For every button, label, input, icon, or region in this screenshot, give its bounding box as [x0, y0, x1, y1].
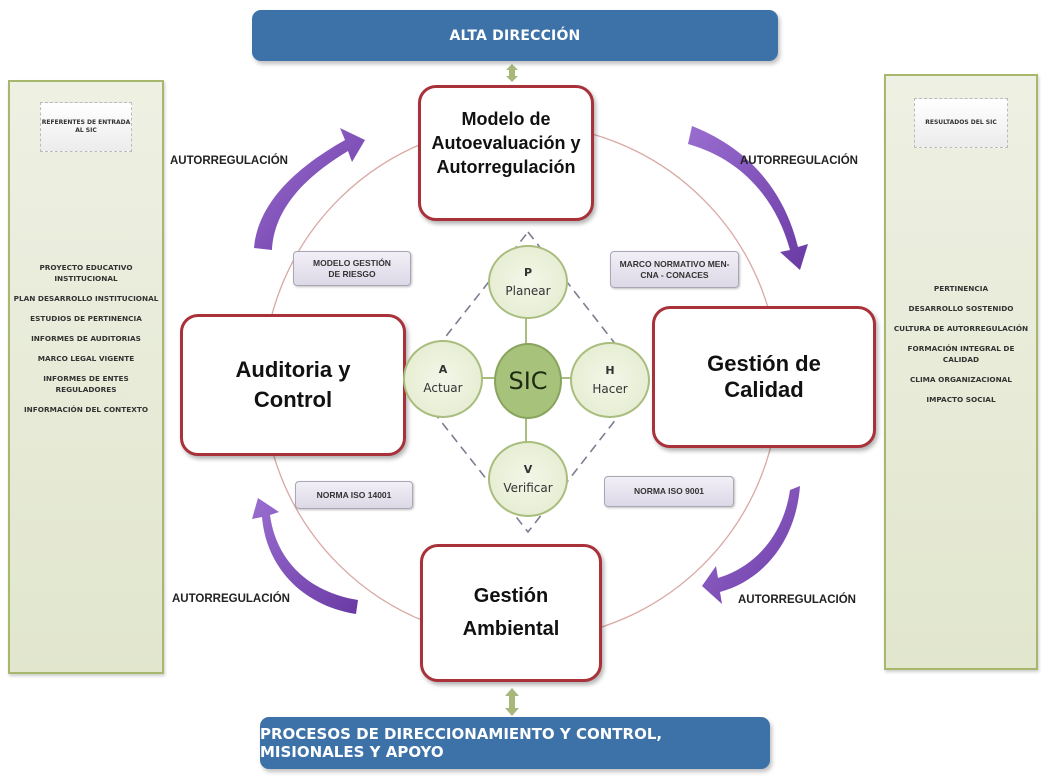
- pdca-verificar-circle: V Verificar: [488, 441, 568, 517]
- list-item: INFORMES DE ENTES REGULADORES: [43, 374, 129, 394]
- box-gestion-calidad-label: Gestión de Calidad: [707, 351, 821, 402]
- pdca-hacer-letter: H: [605, 364, 615, 377]
- label-norma-iso-9001: NORMA ISO 9001: [604, 476, 734, 507]
- box-gestion-ambiental-label: Gestión Ambiental: [462, 585, 560, 640]
- resultados-panel-header: RESULTADOS DEL SIC: [914, 98, 1008, 148]
- box-gestion-calidad: Gestión de Calidad: [652, 306, 876, 448]
- procesos-label: PROCESOS DE DIRECCIONAMIENTO Y CONTROL, …: [260, 725, 663, 761]
- label-marco-normativo: MARCO NORMATIVO MEN- CNA - CONACES: [610, 251, 739, 288]
- list-item: MARCO LEGAL VIGENTE: [37, 354, 135, 363]
- autorregulacion-arrow-top-left: [254, 128, 365, 250]
- list-item: PLAN DESARROLLO INSTITUCIONAL: [13, 294, 159, 303]
- list-item: IMPACTO SOCIAL: [926, 395, 996, 404]
- resultados-list: PERTINENCIA DESARROLLO SOSTENIDO CULTURA…: [886, 283, 1036, 414]
- label-modelo-gestion-riesgo: MODELO GESTIÓN DE RIESGO: [293, 251, 411, 286]
- alta-direccion-label: ALTA DIRECCIÓN: [449, 27, 581, 44]
- pdca-actuar-circle: A Actuar: [403, 340, 483, 418]
- double-arrow-icon-bottom: [505, 688, 519, 716]
- label-marco-normativo-text: MARCO NORMATIVO MEN- CNA - CONACES: [619, 258, 730, 280]
- pdca-hacer-word: Hacer: [592, 382, 628, 396]
- procesos-bar: PROCESOS DE DIRECCIONAMIENTO Y CONTROL, …: [260, 717, 770, 769]
- referentes-list: PROYECTO EDUCATIVO INSTITUCIONAL PLAN DE…: [10, 262, 162, 424]
- list-item: FORMACIÓN INTEGRAL DE CALIDAD: [907, 344, 1015, 364]
- list-item: INFORMES DE AUDITORIAS: [31, 334, 141, 343]
- autorregulacion-label-top-left: AUTORREGULACIÓN: [170, 155, 288, 167]
- autorregulacion-label-bottom-left: AUTORREGULACIÓN: [172, 593, 290, 605]
- list-item: DESARROLLO SOSTENIDO: [908, 304, 1014, 313]
- label-norma-iso-9001-text: NORMA ISO 9001: [633, 486, 705, 496]
- resultados-panel: RESULTADOS DEL SIC PERTINENCIA DESARROLL…: [884, 74, 1038, 670]
- list-item: PROYECTO EDUCATIVO INSTITUCIONAL: [39, 263, 133, 283]
- pdca-verificar-letter: V: [523, 463, 533, 476]
- list-item: CULTURA DE AUTORREGULACIÓN: [893, 324, 1029, 333]
- box-auditoria-control: Auditoria y Control: [180, 314, 406, 456]
- box-auditoria-control-label: Auditoria y Control: [235, 357, 351, 412]
- box-gestion-ambiental: Gestión Ambiental: [420, 544, 602, 682]
- list-item: PERTINENCIA: [933, 284, 989, 293]
- label-norma-iso-14001: NORMA ISO 14001: [295, 481, 413, 509]
- referentes-panel-header: REFERENTES DE ENTRADA AL SIC: [40, 102, 132, 152]
- referentes-panel: REFERENTES DE ENTRADA AL SIC PROYECTO ED…: [8, 80, 164, 674]
- list-item: CLIMA ORGANIZACIONAL: [909, 375, 1013, 384]
- pdca-hacer-circle: H Hacer: [570, 342, 650, 418]
- sic-center-label: SIC: [508, 367, 548, 395]
- label-norma-iso-14001-text: NORMA ISO 14001: [316, 489, 392, 500]
- autorregulacion-label-bottom-right: AUTORREGULACIÓN: [738, 594, 856, 606]
- pdca-actuar-word: Actuar: [423, 381, 463, 395]
- autorregulacion-arrow-top-right: [688, 126, 808, 270]
- autorregulacion-label-top-right: AUTORREGULACIÓN: [740, 155, 858, 167]
- pdca-planear-word: Planear: [505, 284, 551, 298]
- pdca-planear-circle: P Planear: [488, 245, 568, 319]
- sic-center-circle: SIC: [494, 343, 562, 419]
- autorregulacion-arrow-bottom-right: [702, 486, 800, 604]
- autorregulacion-arrow-bottom-left: [252, 498, 358, 614]
- pdca-verificar-word: Verificar: [503, 481, 553, 495]
- box-autoevaluacion-label: Modelo de Autoevaluación y Autorregulaci…: [431, 109, 581, 177]
- pdca-planear-letter: P: [523, 266, 533, 279]
- double-arrow-icon-top: [506, 64, 518, 82]
- list-item: INFORMACIÓN DEL CONTEXTO: [23, 405, 149, 414]
- label-modelo-gestion-riesgo-text: MODELO GESTIÓN DE RIESGO: [313, 257, 391, 279]
- alta-direccion-bar: ALTA DIRECCIÓN: [252, 10, 778, 61]
- pdca-diamond: [408, 230, 647, 534]
- list-item: ESTUDIOS DE PERTINENCIA: [30, 314, 142, 323]
- pdca-actuar-letter: A: [438, 363, 448, 376]
- box-autoevaluacion: Modelo de Autoevaluación y Autorregulaci…: [418, 85, 594, 221]
